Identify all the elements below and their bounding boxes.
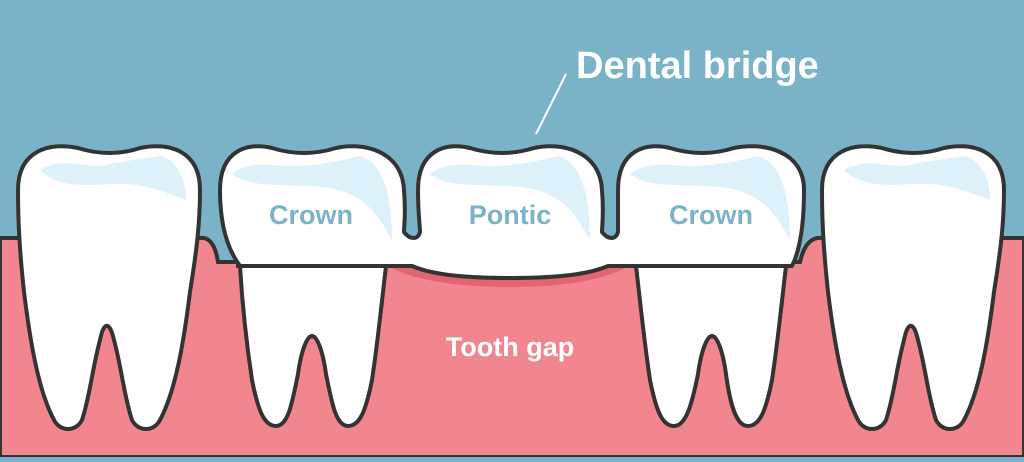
abutment-tooth-right: [634, 264, 788, 428]
title-leader-line: [535, 73, 567, 135]
bridge: [218, 144, 806, 280]
tooth-gap-label: Tooth gap: [446, 332, 574, 362]
abutment-tooth-left: [238, 264, 388, 428]
diagram-title: Dental bridge: [576, 45, 819, 87]
tooth-right-molar: [820, 144, 1006, 431]
pontic-label: Pontic: [469, 200, 552, 230]
crown-left-label: Crown: [269, 200, 353, 230]
tooth-left-molar: [16, 144, 202, 431]
crown-right-label: Crown: [669, 200, 753, 230]
